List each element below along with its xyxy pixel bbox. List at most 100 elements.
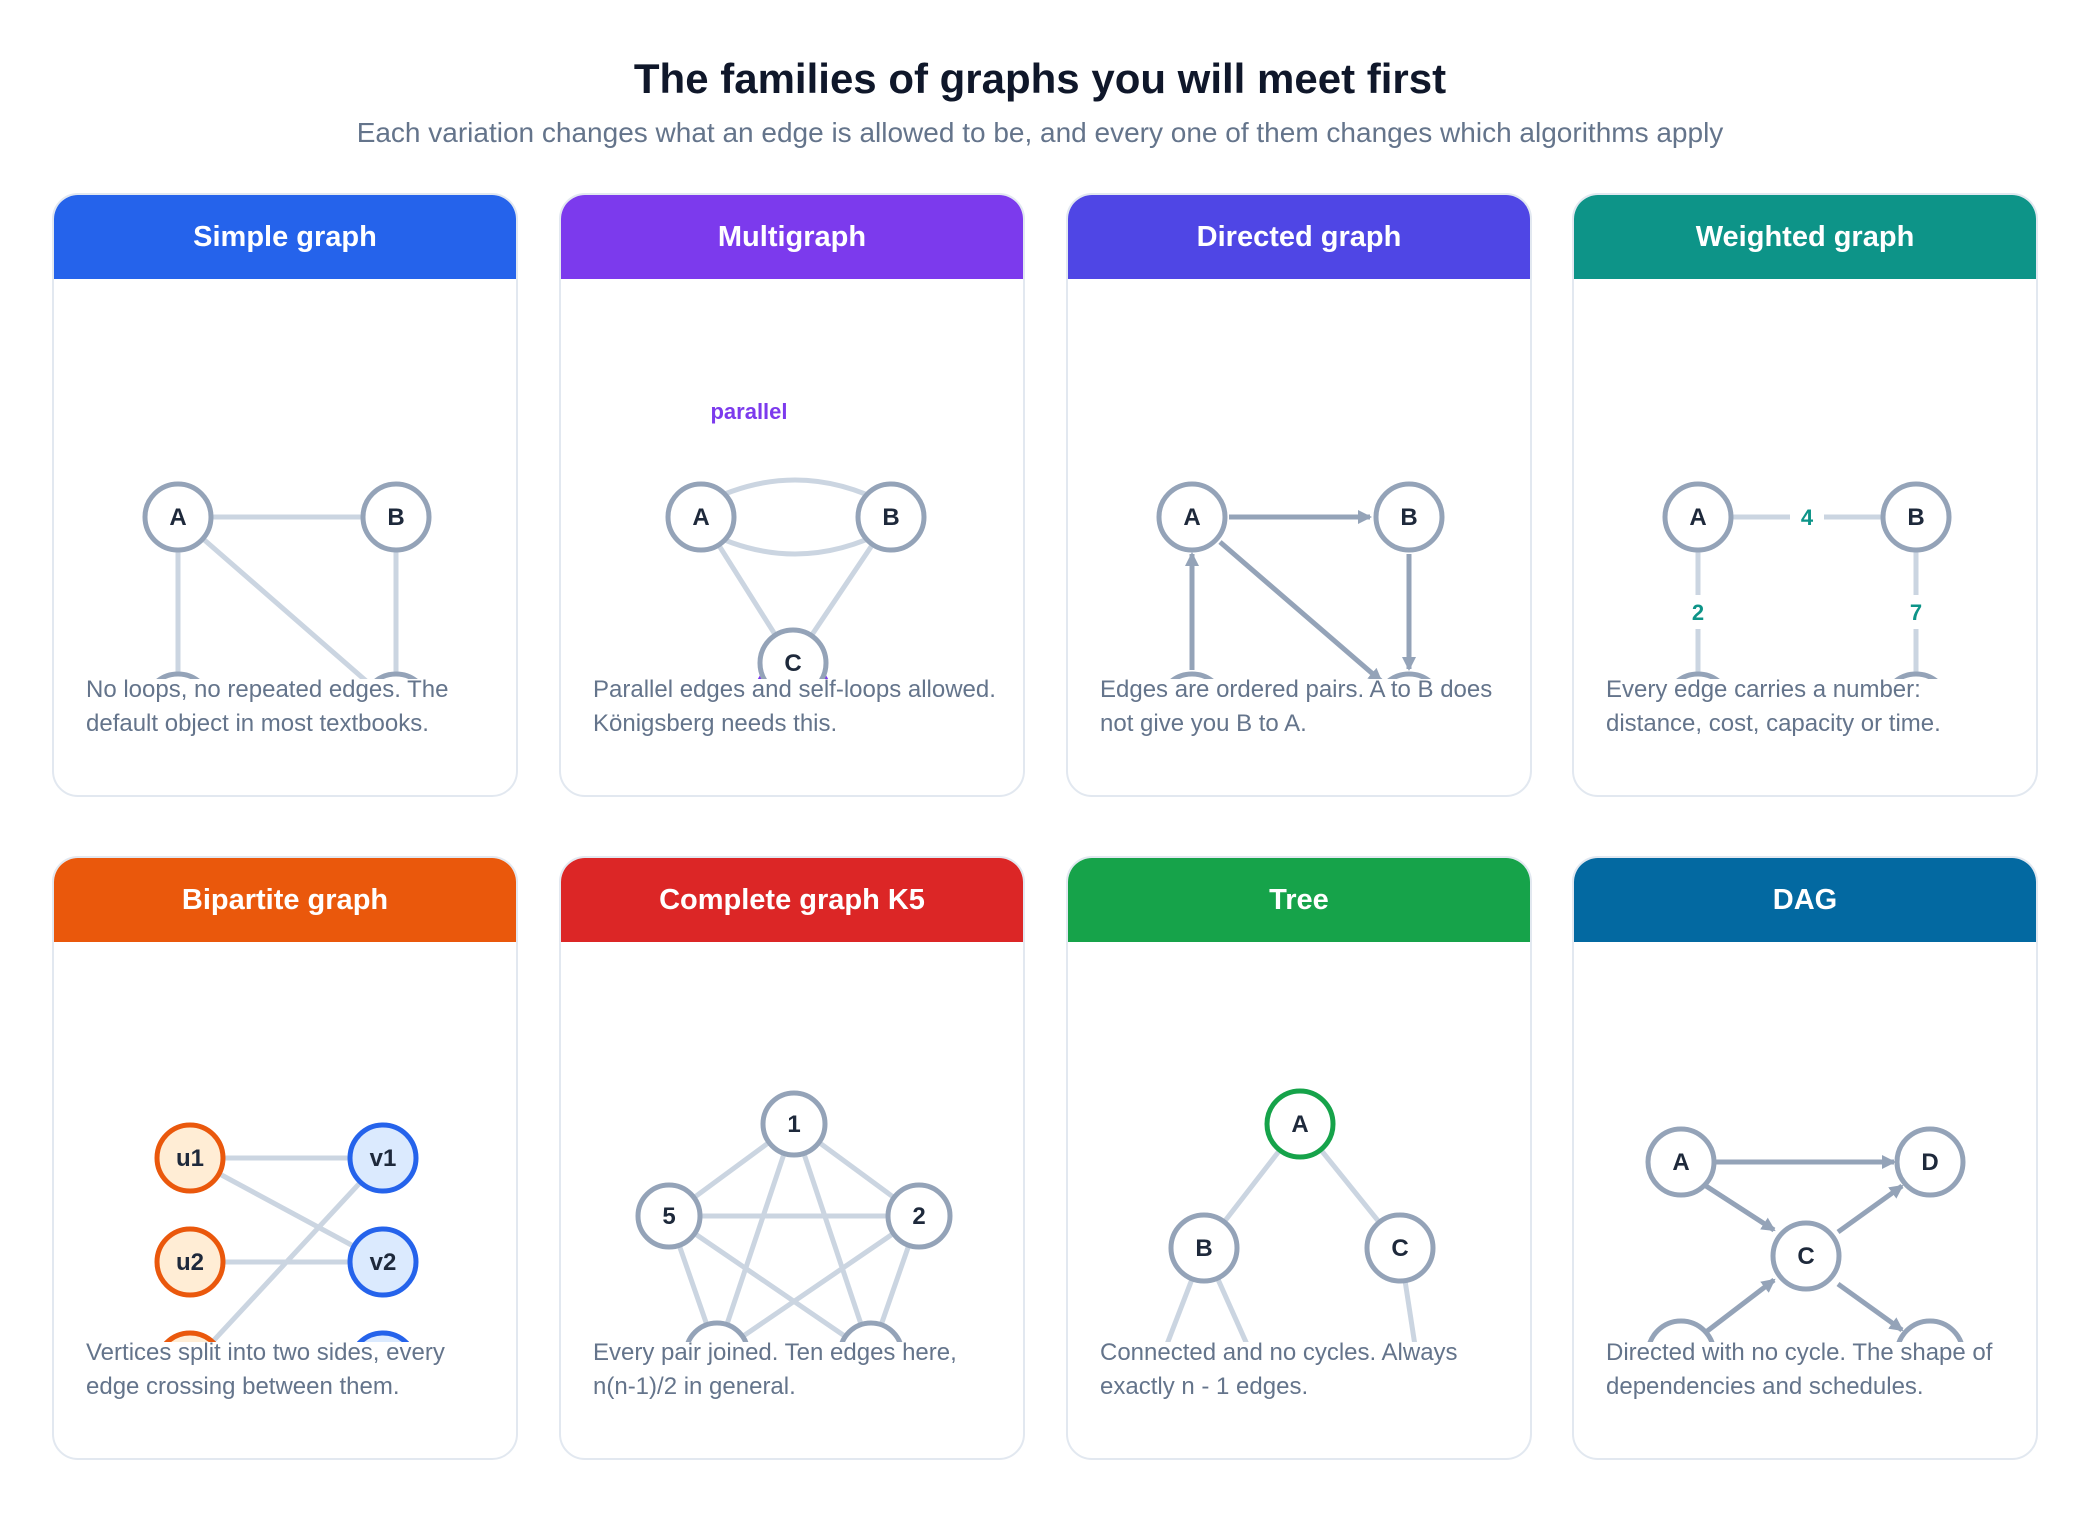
vertex-a: A [665, 481, 737, 553]
vertex-label: 5 [662, 1203, 675, 1230]
vertex-label: A [692, 504, 709, 531]
vertex-d: D [374, 671, 418, 679]
card-header: Simple graph [54, 195, 516, 279]
card-header: Directed graph [1068, 195, 1530, 279]
vertex-label: B [1400, 504, 1417, 531]
edge-c-to-d [1836, 1183, 1904, 1235]
vertex-5: 5 [635, 1182, 703, 1250]
vertex-u3: u3 [163, 1330, 217, 1342]
card-description: Every pair joined. Ten edges here, n(n-1… [593, 1339, 957, 1400]
vertex-c: C [156, 671, 200, 679]
weighted-graph-diagram: 4 2 7 1 A B C D [1662, 481, 1952, 679]
vertex-label: B [387, 504, 404, 531]
dag-diagram: A B C D E [1645, 1126, 1966, 1342]
simple-graph-diagram: A B C D [142, 481, 432, 679]
vertex-c: C [1770, 1220, 1842, 1292]
vertex-label: A [1689, 504, 1706, 531]
card-weighted-graph: Weighted graph 4 2 7 1 A B C D Every edg… [1572, 193, 2038, 797]
vertex-4: 4 [685, 1320, 749, 1342]
parallel-annotation: parallel [710, 399, 787, 424]
card-dag: DAG A B C D E Directed with no cycle. Th… [1572, 856, 2038, 1460]
vertex-d: D [1894, 1126, 1966, 1198]
tree-diagram: A B C D E F [1165, 1088, 1436, 1342]
vertex-label: C [784, 650, 801, 677]
card-header: DAG [1574, 858, 2036, 942]
vertex-v3: v3 [356, 1330, 410, 1342]
weight-label-ab: 4 [1801, 505, 1814, 530]
vertex-2: 2 [885, 1182, 953, 1250]
vertex-c: C [757, 627, 829, 679]
edge-1-4 [718, 1123, 797, 1342]
edge-1-3 [791, 1123, 870, 1342]
edge-u3-v1 [208, 1156, 385, 1342]
vertex-v2: v2 [347, 1226, 419, 1298]
vertex-b: B [1880, 481, 1952, 553]
edge-c-to-e [1836, 1281, 1904, 1333]
vertex-label: 3 [864, 1341, 877, 1342]
edge-a-d [176, 515, 368, 679]
vertex-label: v2 [370, 1249, 397, 1276]
multigraph-diagram: A B C parallel loop [665, 399, 927, 679]
vertex-label: E [1922, 1341, 1938, 1342]
vertex-v1: v1 [347, 1122, 419, 1194]
card-bipartite-graph: Bipartite graph u1 u2 u3 v1 v2 v3 Vertic… [52, 856, 518, 1460]
vertex-b: B [1373, 481, 1445, 553]
vertex-label: u1 [176, 1145, 204, 1172]
vertex-label: A [1183, 504, 1200, 531]
card-description: Vertices split into two sides, every edg… [86, 1339, 445, 1400]
card-description: Every edge carries a number: distance, c… [1606, 676, 1941, 737]
edge-a-to-c [1704, 1183, 1776, 1233]
edge-u1-v2 [188, 1155, 385, 1265]
vertex-a: A [1645, 1126, 1717, 1198]
card-header: Weighted graph [1574, 195, 2036, 279]
vertex-label: 1 [787, 1111, 800, 1138]
vertex-label: v1 [370, 1145, 397, 1172]
card-tree: Tree A B C D E F Connected and no cycles… [1066, 856, 1532, 1460]
card-header: Complete graph K5 [561, 858, 1023, 942]
vertex-u1: u1 [154, 1122, 226, 1194]
vertex-label: C [1797, 1243, 1814, 1270]
vertex-a: A [1156, 481, 1228, 553]
card-simple-graph: Simple graph A B C D No loops, no repeat… [52, 193, 518, 797]
card-header: Bipartite graph [54, 858, 516, 942]
vertex-b: B [1168, 1212, 1240, 1284]
vertex-d: D [1387, 671, 1431, 679]
card-description: Connected and no cycles. Always exactly … [1100, 1339, 1458, 1400]
page-subtitle: Each variation changes what an edge is a… [356, 117, 1724, 148]
page-title: The families of graphs you will meet fir… [633, 55, 1447, 102]
vertex-d: D [1894, 671, 1938, 679]
weight-label-bd: 7 [1910, 600, 1922, 625]
card-directed-graph: Directed graph A B C D Edges are ordered… [1066, 193, 1532, 797]
card-multigraph: Multigraph A B C parallel loop Parallel … [559, 193, 1025, 797]
weight-label-ac: 2 [1692, 600, 1704, 625]
vertex-label: A [169, 504, 186, 531]
vertex-c: C [1170, 671, 1214, 679]
vertex-label: C [1391, 1235, 1408, 1262]
card-description: Edges are ordered pairs. A to B does not… [1100, 676, 1493, 737]
edge-a-to-d [1218, 540, 1383, 679]
vertex-label: A [1291, 1111, 1308, 1138]
vertex-1: 1 [760, 1090, 828, 1158]
vertex-a: A [142, 481, 214, 553]
vertex-label: B [1672, 1341, 1689, 1342]
vertex-u2: u2 [154, 1226, 226, 1298]
complete-graph-diagram: 1 2 3 4 5 [635, 1090, 953, 1342]
vertex-a-root: A [1264, 1088, 1336, 1160]
bipartite-graph-diagram: u1 u2 u3 v1 v2 v3 [154, 1122, 419, 1342]
vertex-b: B [1647, 1318, 1715, 1342]
card-description: Parallel edges and self-loops allowed. K… [593, 676, 996, 737]
vertex-label: B [1195, 1235, 1212, 1262]
vertex-label: B [1907, 504, 1924, 531]
vertex-label: D [1921, 1149, 1938, 1176]
vertex-label: 4 [710, 1341, 724, 1342]
vertex-label: u2 [176, 1249, 204, 1276]
vertex-3: 3 [839, 1320, 903, 1342]
vertex-label: A [1672, 1149, 1689, 1176]
vertex-b: B [855, 481, 927, 553]
edge-2-4 [730, 1213, 921, 1342]
vertex-c: C [1676, 671, 1720, 679]
vertex-e: E [1896, 1318, 1964, 1342]
card-header: Multigraph [561, 195, 1023, 279]
card-header: Tree [1068, 858, 1530, 942]
